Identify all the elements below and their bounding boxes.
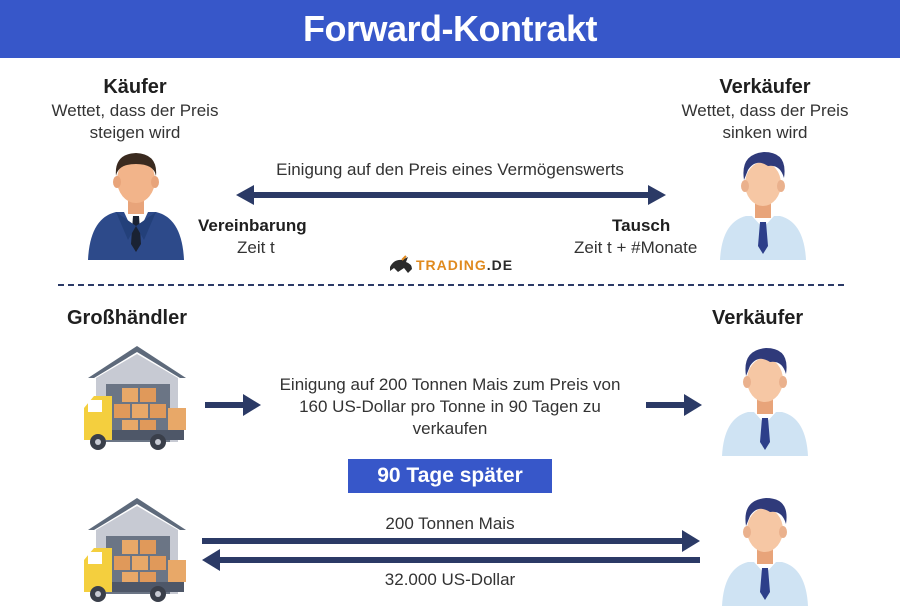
trading-logo: TRADING .DE — [388, 254, 513, 276]
exchange-label: Tausch — [612, 216, 671, 235]
title-banner — [0, 0, 900, 58]
agreement-label: Vereinbarung — [198, 216, 307, 235]
seller-icon — [722, 498, 808, 606]
logo-text: TRADING — [416, 257, 487, 273]
bottom-agreement-text: Einigung auf 200 Tonnen Mais zum Preis v… — [279, 375, 621, 438]
buyer-description: Wettet, dass der Preis steigen wird — [51, 101, 219, 142]
page-title: Forward-Kontrakt — [302, 8, 598, 49]
exchange-time: Zeit t + #Monate — [574, 238, 698, 257]
later-badge: 90 Tage später — [348, 459, 552, 493]
arrow-right-icon — [646, 394, 702, 416]
bottom-seller-title: Verkäufer — [712, 307, 804, 329]
seller-icon — [720, 152, 806, 260]
arrow-right-icon — [202, 530, 700, 552]
wholesaler-title: Großhändler — [67, 307, 188, 329]
buyer-icon — [88, 153, 184, 260]
arrow-left-icon — [202, 549, 700, 571]
double-arrow-icon — [236, 185, 666, 205]
agreement-time: Zeit t — [237, 238, 275, 257]
seller-title: Verkäufer — [719, 76, 811, 98]
arrow-right-icon — [205, 394, 261, 416]
seller-icon — [722, 348, 808, 456]
seller-description: Wettet, dass der Preis sinken wird — [681, 101, 849, 142]
delivery-label: 200 Tonnen Mais — [385, 514, 515, 533]
payment-label: 32.000 US-Dollar — [384, 570, 516, 589]
logo-suffix: .DE — [486, 257, 514, 273]
warehouse-truck-icon — [84, 346, 186, 450]
buyer-title: Käufer — [103, 76, 167, 98]
warehouse-truck-icon — [84, 498, 186, 602]
top-agreement-text: Einigung auf den Preis eines Vermögenswe… — [276, 160, 624, 179]
bull-icon — [390, 255, 412, 273]
section-divider — [58, 284, 844, 286]
